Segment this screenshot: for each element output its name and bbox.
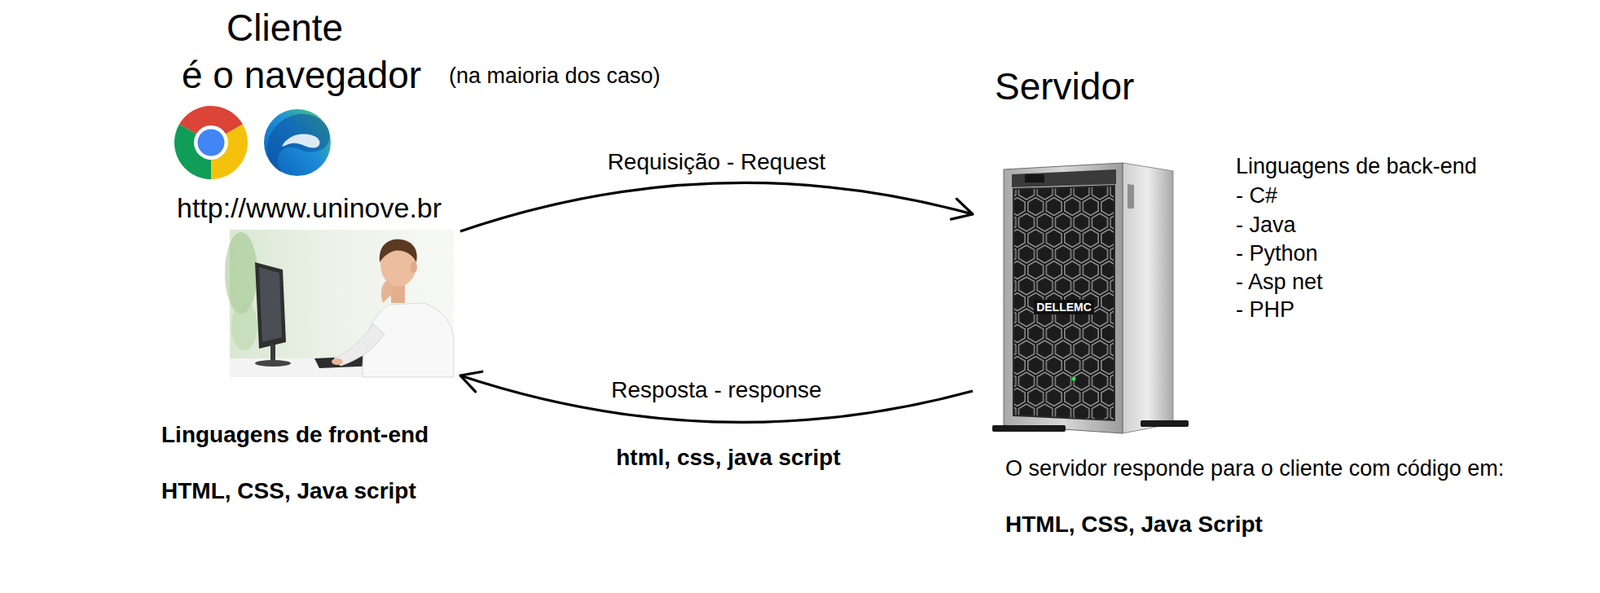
client-photo (224, 229, 454, 378)
client-subtitle: é o navegador (181, 53, 422, 97)
chrome-icon (174, 105, 248, 180)
client-title: Cliente (226, 6, 343, 50)
client-box: http://www.uninove.br (229, 229, 454, 378)
response-content: html, css, java script (615, 444, 840, 471)
arrow-head (460, 371, 483, 392)
back-end-item: - C# (1235, 183, 1278, 209)
edge-label: Requisição - Request (607, 149, 827, 176)
response-arrow (460, 371, 973, 422)
back-end-item: - Python (1235, 241, 1319, 267)
brand-logo: DELLEMC (1033, 299, 1095, 315)
server-title: Servidor (994, 65, 1135, 109)
edge-label: Resposta - response (610, 377, 822, 404)
connector-curve (460, 375, 973, 422)
back-end-heading: Linguagens de back-end (1235, 153, 1477, 180)
server-languages: HTML, CSS, Java Script (1005, 511, 1263, 538)
front-end-list: HTML, CSS, Java script (161, 478, 417, 505)
edge-icon (263, 109, 331, 176)
client-note: (na maioria dos caso) (448, 63, 661, 89)
connector-curve (460, 182, 973, 232)
arrow-head (950, 198, 973, 220)
request-arrow (460, 182, 973, 232)
server-note: O servidor responde para o cliente com c… (1005, 456, 1504, 482)
front-end-heading: Linguagens de front-end (161, 421, 429, 449)
client-url: http://www.uninove.br (176, 192, 442, 225)
server-tower (992, 162, 1189, 434)
back-end-item: - Asp net (1235, 269, 1324, 295)
back-end-item: - Java (1235, 212, 1297, 238)
back-end-item: - PHP (1235, 297, 1295, 323)
